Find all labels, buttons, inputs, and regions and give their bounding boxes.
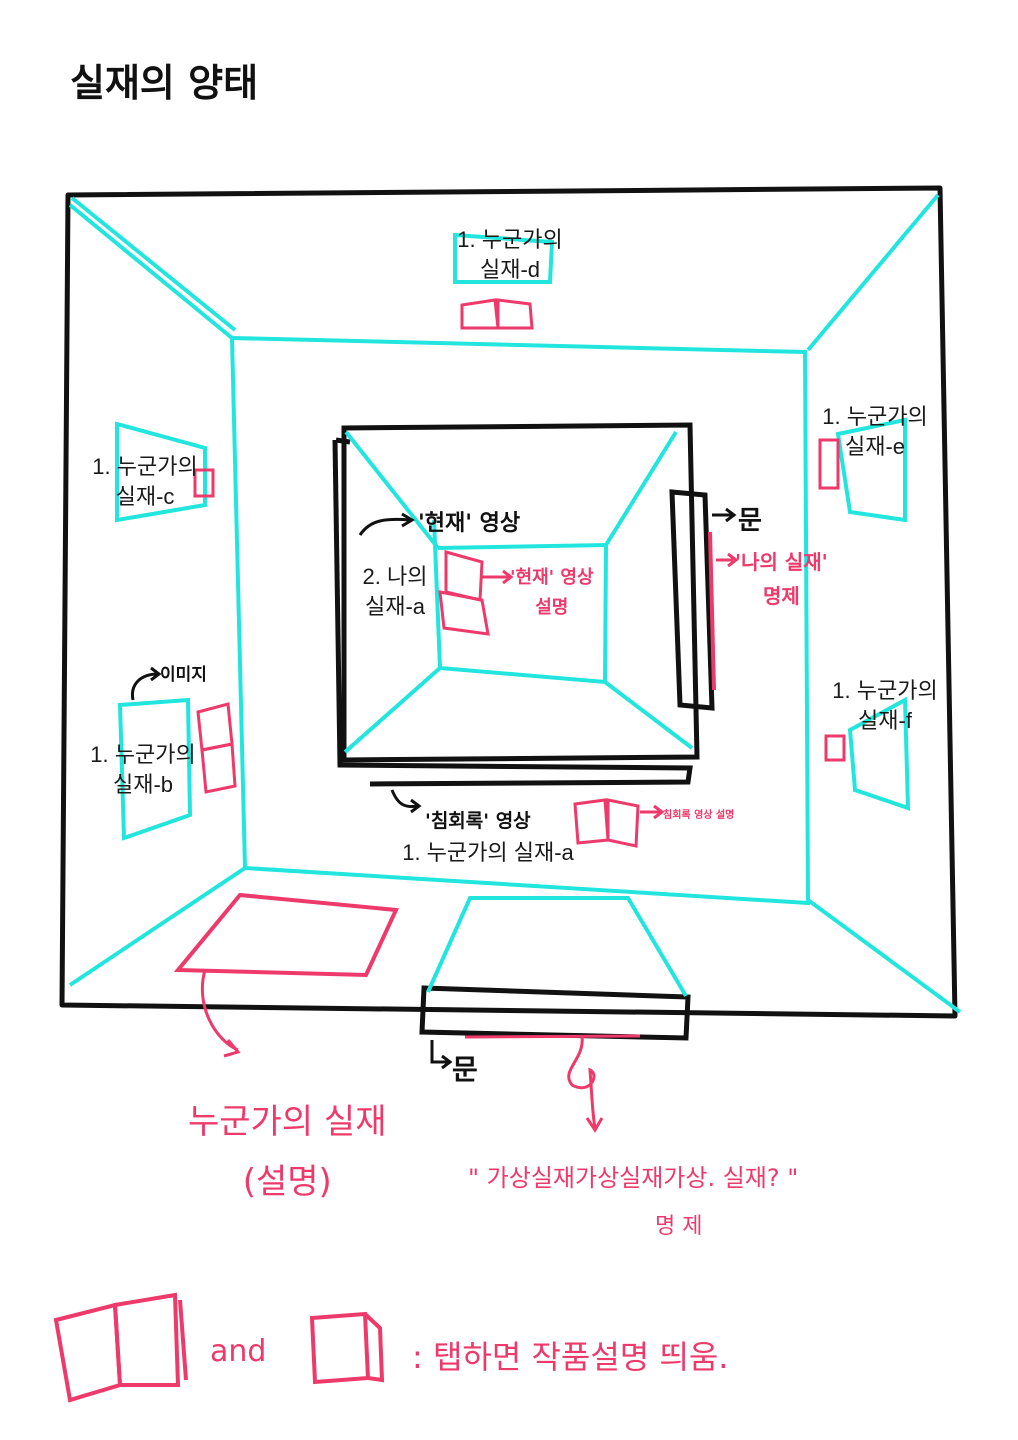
label-line: 1. 누군가의 xyxy=(822,404,928,429)
closed-book-icon xyxy=(438,550,490,636)
closed-book-icon xyxy=(818,438,840,490)
open-book-icon xyxy=(460,298,534,330)
label-line: 1. 누군가의 xyxy=(90,742,196,767)
annotation-line: '현재' 영상 xyxy=(510,567,594,588)
closed-book-icon xyxy=(824,734,846,762)
label-reality-b: 1. 누군가의 실재-b xyxy=(68,740,218,800)
label-line: 실재-a xyxy=(364,594,426,619)
chimhoerok-video-label: '침회록' 영상 xyxy=(425,810,531,832)
someone-reality-description: 누군가의 실재 (설명) xyxy=(188,1092,387,1212)
virtual-reality-quote: " 가상실재가상실재가상. 실재? " xyxy=(468,1164,799,1192)
legend-description: : 탭하면 작품설명 띄움. xyxy=(412,1338,729,1376)
label-line: 1. 누군가의 xyxy=(92,454,198,479)
present-video-label: '현재' 영상 xyxy=(418,511,521,536)
annotation-line: 명제 xyxy=(763,584,800,608)
center-room xyxy=(332,422,715,787)
label-line: 실재-b xyxy=(112,772,174,797)
label-reality-f: 1. 누군가의 실재-f xyxy=(810,676,960,736)
label-reality-e: 1. 누군가의 실재-e xyxy=(800,402,950,462)
outer-room-outline xyxy=(59,185,958,1019)
legend-open-book-icon xyxy=(53,1292,188,1403)
door-right-bar xyxy=(708,531,716,691)
legend-closed-book-icon xyxy=(309,1311,385,1385)
door-right-label: 문 xyxy=(738,506,762,536)
closed-book-icon xyxy=(196,702,237,794)
label-reality-c: 1. 누군가의 실재-c xyxy=(70,452,220,512)
annotation-line: (설명) xyxy=(242,1162,332,1202)
label-line: 1. 누군가의 xyxy=(832,678,938,703)
annotation-line: 설명 xyxy=(535,597,569,618)
legend-and: and xyxy=(210,1334,267,1369)
pink-arrows xyxy=(200,552,739,1133)
page-title: 실재의 양태 xyxy=(70,61,259,105)
image-label: 이미지 xyxy=(160,665,207,685)
proposition-label: 명 제 xyxy=(655,1214,703,1239)
center-cyan xyxy=(343,430,694,754)
black-arrows xyxy=(130,507,737,1070)
perspective-lines xyxy=(68,193,962,1014)
annotation-line: 누군가의 실재 xyxy=(188,1102,387,1142)
label-my-reality-a: 2. 나의 실재-a xyxy=(345,562,445,622)
label-reality-d: 1. 누군가의 실재-d xyxy=(430,225,590,285)
open-book-icon xyxy=(573,798,640,848)
inner-floor-outline xyxy=(229,335,811,906)
door-bottom-label: 문 xyxy=(452,1053,478,1086)
label-line: 1. 누군가의 xyxy=(457,227,563,252)
label-someone-reality-a: 1. 누군가의 실재-a xyxy=(402,840,574,865)
label-line: 2. 나의 xyxy=(362,564,428,589)
label-line: 실재-f xyxy=(858,708,912,733)
bottom-entrance xyxy=(419,896,691,1041)
present-video-description: '현재' 영상 설명 xyxy=(510,563,594,623)
label-line: 실재-d xyxy=(479,257,541,282)
closed-book-icon xyxy=(193,468,215,498)
label-line: 실재-e xyxy=(844,434,906,459)
my-reality-proposition: '나의 실재' 명제 xyxy=(735,545,828,613)
label-line: 실재-c xyxy=(115,484,175,509)
annotation-line: '나의 실재' xyxy=(735,550,828,574)
floor-panel xyxy=(173,892,399,978)
wall-frames xyxy=(115,232,911,841)
chimhoerok-video-description: 침회록 영상 설명 xyxy=(663,810,735,821)
